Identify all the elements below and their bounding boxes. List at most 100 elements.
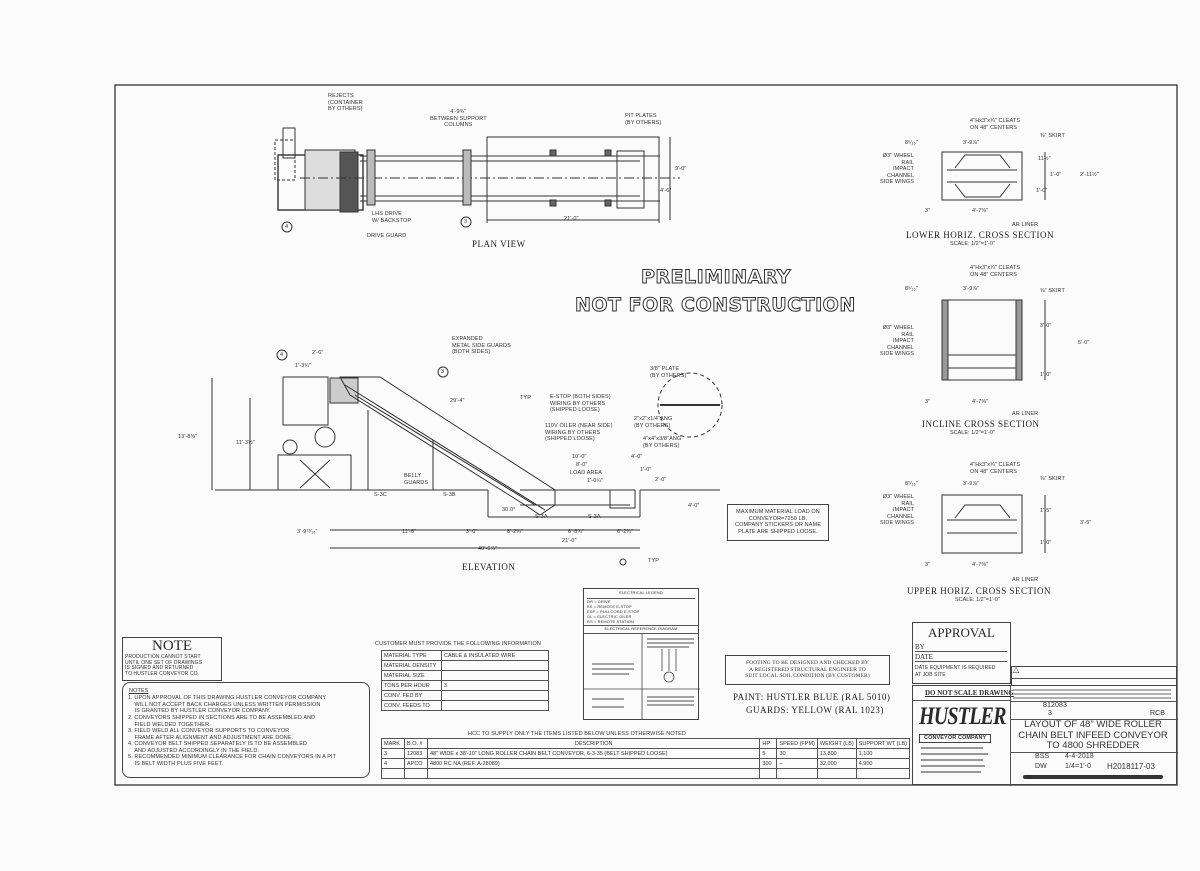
note-1: 1. UPON APPROVAL OF THIS DRAWING HUSTLER… xyxy=(128,695,327,714)
cell: 32,000 xyxy=(816,758,857,769)
dim-4-0a: 4'-0" xyxy=(631,454,643,460)
redacted-mark xyxy=(1023,775,1163,779)
electrical-legend-items: DR = DRIVE ES = REMOTE E-STOP ESP = PULL… xyxy=(587,598,695,624)
right-dim-3: 1'-0" xyxy=(1036,188,1048,194)
cross-section-drawings xyxy=(941,151,1046,554)
top-dim: 3'-9⅞" xyxy=(963,140,980,146)
section-scale: SCALE: 1/2"=1'-0" xyxy=(950,430,995,436)
notes-box: NOTES 1. UPON APPROVAL OF THIS DRAWING H… xyxy=(122,682,370,778)
section-title: UPPER HORIZ. CROSS SECTION xyxy=(907,586,1052,596)
header-bo: B.O. # xyxy=(404,738,428,749)
table-header-row: MARK B.O. # DESCRIPTION HP SPEED (FPM) W… xyxy=(381,738,911,749)
overall-dim: 3'-5" xyxy=(1080,520,1092,526)
ar-liner-label: AR LINER xyxy=(1012,577,1039,583)
component-labels: Ø3" WHEEL RAIL IMPACT CHANNEL SIDE WINGS xyxy=(880,325,915,357)
elevation-title: ELEVATION xyxy=(462,562,516,572)
dim-11-3: 11'-3½" xyxy=(236,440,255,446)
customer-info-title: CUSTOMER MUST PROVIDE THE FOLLOWING INFO… xyxy=(375,641,541,647)
header-description: DESCRIPTION xyxy=(426,738,761,749)
right-dim-1: 11½" xyxy=(1038,156,1051,162)
left-dim: 8⁵⁄₁₆" xyxy=(905,140,918,146)
plan-dim-21: 21'-0" xyxy=(564,216,579,222)
bottom-dim: 4'-7⅜" xyxy=(972,399,989,405)
plan-dim-4-6: 4'-6" xyxy=(660,188,672,194)
checked-by: DW xyxy=(1035,763,1047,770)
items-table: MARK B.O. # DESCRIPTION HP SPEED (FPM) W… xyxy=(381,738,911,779)
right-dim-1: 1'-5" xyxy=(1040,508,1052,514)
row-value xyxy=(441,670,549,681)
plan-view-drawing xyxy=(274,127,680,233)
cell: 48" WIDE x 38'-10" LONG ROLLER CHAIN BEL… xyxy=(426,748,761,759)
cell: 4 xyxy=(381,758,405,769)
header-weight: WEIGHT (LB) xyxy=(816,738,857,749)
row-label: CONV. FEEDS TO xyxy=(381,700,442,711)
production-note-box: NOTE PRODUCTION CANNOT START UNTIL ONE S… xyxy=(122,637,222,681)
cleats-label: 4"Hx3"x¼" CLEATS ON 48" CENTERS xyxy=(970,265,1021,278)
expanded-guards-label: EXPANDED METAL SIDE GUARDS (BOTH SIDES) xyxy=(452,336,511,355)
drafted-by: BSS xyxy=(1035,753,1050,760)
dim-6-2: 6'-2¾" xyxy=(617,529,634,535)
drawing-title-line-1: LAYOUT OF 48" WIDE ROLLER xyxy=(1024,719,1162,730)
drawn-by: RCB xyxy=(1150,710,1166,717)
incline-angle: 30.0° xyxy=(502,507,516,513)
bottom-dim: 4'-7⅜" xyxy=(972,208,989,214)
dim-4-0b: 4'-0" xyxy=(688,503,700,509)
oiler-label: 110V OILER (NEAR SIDE) WIRING BY OTHERS … xyxy=(545,423,613,442)
job-number: 812083 xyxy=(1043,702,1067,709)
support-s3b: S-3B xyxy=(443,492,456,498)
skirt-label: ⅜" SKIRT xyxy=(1040,133,1065,139)
row-value: CABLE & INSULATED WIRE xyxy=(441,650,549,661)
skirt-label: ⅜" SKIRT xyxy=(1040,288,1065,294)
row-value xyxy=(441,690,549,701)
row-label: MATERIAL SIZE xyxy=(381,670,442,681)
electrical-diagram xyxy=(584,633,700,719)
cell: 3 xyxy=(381,748,405,759)
row-value: 3 xyxy=(441,680,549,691)
top-dim: 3'-9⅞" xyxy=(963,481,980,487)
header-speed: SPEED (FPM) xyxy=(776,738,818,749)
title-block: DO NOT SCALE DRAWING HUSTLER CONVEYOR CO… xyxy=(912,685,1178,786)
plan-view-title: PLAN VIEW xyxy=(472,239,526,249)
cell: 1,100 xyxy=(855,748,911,759)
cell: 12083 xyxy=(404,748,428,759)
approval-by[interactable]: BY xyxy=(915,643,1007,652)
dim-1-3: 1'-3¾" xyxy=(295,363,312,369)
max-load-note: MAXIMUM MATERIAL LOAD ON CONVEYOR=7250 L… xyxy=(727,504,829,541)
left-dim: 8⁵⁄₁₆" xyxy=(905,481,918,487)
right-dim-2: 1'-0" xyxy=(1050,172,1062,178)
cell: – xyxy=(776,758,818,769)
elev-mark-3: 3 xyxy=(441,369,445,375)
skirt-label: ⅜" SKIRT xyxy=(1040,476,1065,482)
approval-date[interactable]: DATE xyxy=(915,653,1007,662)
bottom-left-dim: 3" xyxy=(925,399,931,405)
section-scale: SCALE: 1/2"=1'-0" xyxy=(955,597,1000,603)
preliminary-stamp: PRELIMINARY xyxy=(640,266,792,289)
bottom-left-dim: 3" xyxy=(925,208,931,214)
section-scale: SCALE: 1/2"=1'-0" xyxy=(950,241,995,247)
cell: 5 xyxy=(759,748,778,759)
right-dim-2: 1'-0" xyxy=(1040,540,1052,546)
row-label: CONV. FED BY xyxy=(381,690,442,701)
overall-dim: 2'-11½" xyxy=(1080,172,1099,178)
table-row: CONV. FEEDS TO xyxy=(381,700,549,711)
footing-note-text: FOOTING TO BE DESIGNED AND CHECKED BY A … xyxy=(745,660,870,679)
cell: 4,900 xyxy=(855,758,911,769)
approval-box: APPROVAL BY DATE DATE EQUIPMENT IS REQUI… xyxy=(912,622,1011,684)
table-row: MATERIAL SIZE xyxy=(381,670,549,681)
dim-13-8: 13'-8⅝" xyxy=(178,434,198,440)
support-s3c: S-3C xyxy=(374,492,387,498)
address-lines xyxy=(921,747,988,773)
note-5: 5. RECOMMENDED MINIMUM CLEARANCE FOR CHA… xyxy=(128,754,337,767)
drawing-title: LAYOUT OF 48" WIDE ROLLER CHAIN BELT INF… xyxy=(1013,719,1173,752)
required-date-field[interactable]: DATE EQUIPMENT IS REQUIRED AT JOB SITE xyxy=(915,665,996,678)
dim-1-0: 1'-0" xyxy=(640,467,652,473)
disclaimer-text-lines xyxy=(1013,689,1171,699)
elevation-drawing xyxy=(211,349,723,566)
dim-2-6: 2'-6" xyxy=(312,350,324,356)
component-labels: Ø3" WHEEL RAIL IMPACT CHANNEL SIDE WINGS xyxy=(880,153,915,185)
company-name: CONVEYOR COMPANY xyxy=(919,734,992,743)
table-row: MATERIAL DENSITY xyxy=(381,660,549,671)
ar-liner-label: AR LINER xyxy=(1012,411,1039,417)
